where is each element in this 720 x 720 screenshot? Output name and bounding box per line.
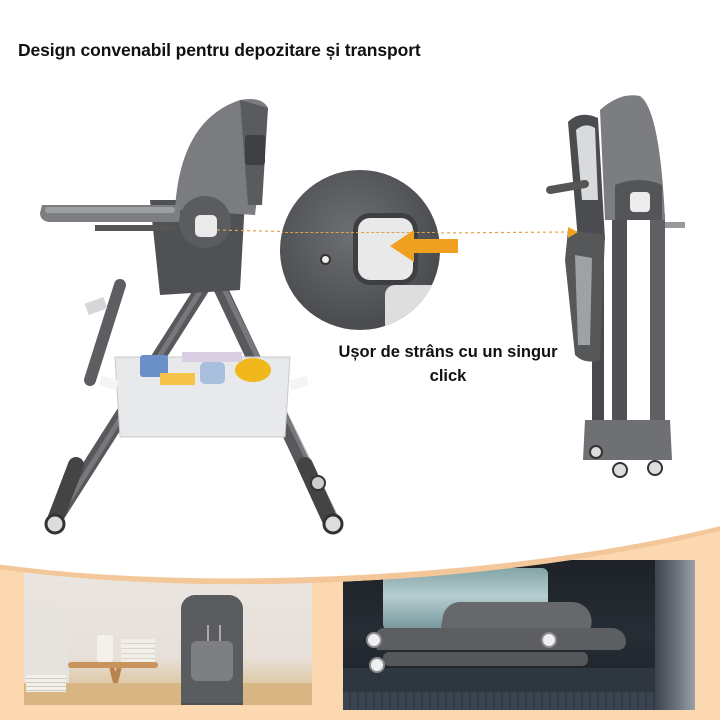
fold-button-icon [541, 632, 557, 648]
screw-hole-icon [320, 254, 331, 265]
harness-straps [207, 625, 221, 643]
wheel-icon [366, 632, 382, 648]
folded-high-chair-front [181, 595, 243, 705]
wheel-icon [369, 657, 385, 673]
vase [97, 635, 113, 662]
seat-pad [191, 641, 233, 681]
folded-chair-frame [376, 628, 626, 650]
trunk-sill [343, 692, 695, 710]
frame-highlight [385, 285, 440, 330]
chair-base [181, 703, 243, 705]
coffee-table [24, 692, 169, 699]
book-stack [26, 675, 66, 692]
dashed-connector-line [434, 231, 569, 234]
folded-high-chair [546, 95, 685, 478]
car-trunk-photo [343, 560, 695, 710]
side-table [68, 662, 158, 668]
feature-caption: Ușor de strâns cu un singur click [338, 343, 558, 385]
triangle-right-icon [568, 227, 578, 238]
unfolded-high-chair [40, 99, 356, 535]
folded-chair-tray [440, 602, 596, 630]
arrow-left-icon [390, 230, 458, 262]
dashed-connector-line [280, 232, 440, 233]
trunk-side-wall [655, 560, 695, 710]
book-stack [121, 639, 155, 662]
armchair [24, 607, 69, 687]
folded-chair-legs [383, 652, 588, 666]
headline: Design convenabil pentru depozitare și t… [18, 40, 421, 60]
chair-illustrations [40, 95, 685, 535]
